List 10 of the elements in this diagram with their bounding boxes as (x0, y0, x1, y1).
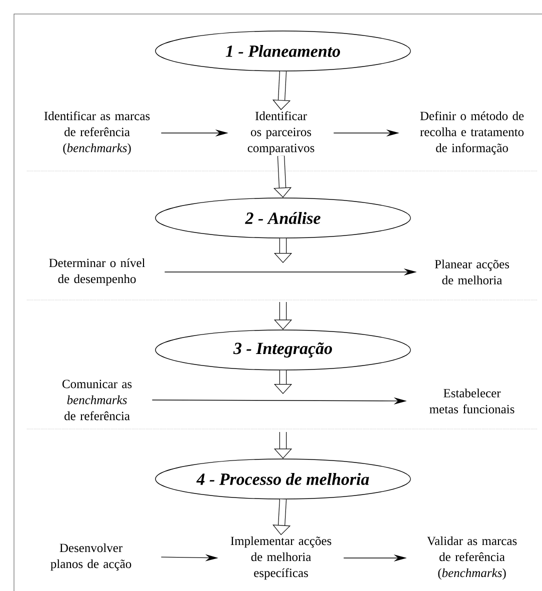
step-text: Definir o método de recolha e tratamento de informação (420, 111, 524, 155)
step-text: Identificar os parceiros comparativos (248, 111, 314, 155)
step-text: Desenvolver planos de acção (50, 543, 132, 571)
step-text: Validar as marcas de referência (benchmarks) (427, 536, 517, 580)
step-text: Planear acções de melhoria (434, 260, 510, 284)
step-text: Determinar o nível de desempenho (49, 258, 145, 286)
step-text: Estabelecer metas funcionais (430, 388, 514, 414)
step-text: Comunicar as benchmarks de referência (62, 380, 132, 420)
step-text: Implementar acções de melhoria específicas (230, 536, 332, 580)
step-text: Identificar as marcas de referência (benchmarks) (44, 111, 150, 155)
